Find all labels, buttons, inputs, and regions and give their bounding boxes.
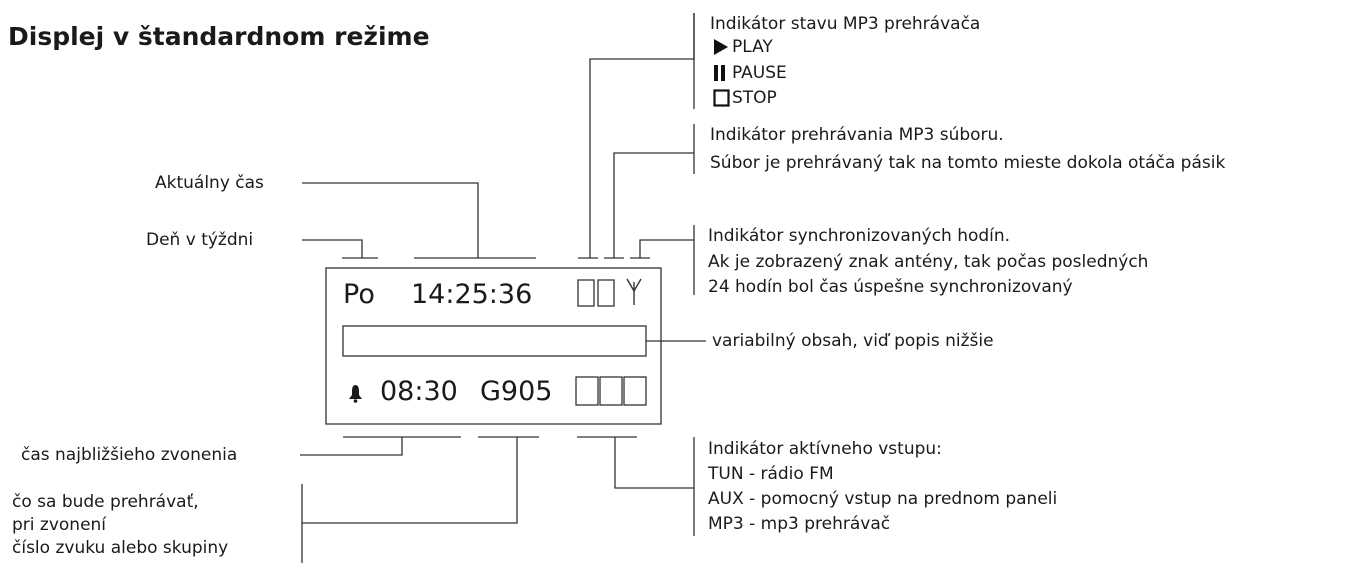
display-alarm-source: G905 [480,376,553,407]
label-input-1: Indikátor aktívneho vstupu: [708,439,942,459]
display-day: Po [343,279,375,310]
indicator-box-2 [597,279,615,307]
label-mp3-playing-1: Indikátor prehrávania MP3 súboru. [710,125,1004,145]
page-title: Displej v štandardnom režime [8,22,430,51]
label-input-2: TUN - rádio FM [708,464,834,484]
label-next-alarm: čas najbližšieho zvonenia [21,445,238,465]
play-icon [714,39,728,55]
bell-icon [349,385,362,403]
label-play: PLAY [732,37,773,57]
input-box-3 [623,376,647,406]
label-alarm-play-2: pri zvonení [12,515,107,535]
label-stop: STOP [732,88,777,108]
label-input-4: MP3 - mp3 prehrávač [708,514,891,534]
label-day-of-week: Deň v týždni [146,230,254,250]
display-alarm-time: 08:30 [380,376,458,407]
label-input-3: AUX - pomocný vstup na prednom paneli [708,489,1058,509]
input-box-2 [599,376,623,406]
display-variable-bar [342,325,647,357]
display-time: 14:25:36 [411,279,533,310]
label-alarm-play-3: číslo zvuku alebo skupiny [12,538,229,558]
pause-icon [714,65,725,81]
display-frame [325,267,662,425]
label-pause: PAUSE [732,63,787,83]
input-box-1 [575,376,599,406]
stop-icon [713,89,730,107]
label-mp3-state-title: Indikátor stavu MP3 prehrávača [710,14,981,34]
label-current-time: Aktuálny čas [155,173,264,193]
antenna-icon [626,278,642,305]
label-sync-2: Ak je zobrazený znak antény, tak počas p… [708,252,1149,272]
label-sync-3: 24 hodín bol čas úspešne synchronizovaný [708,277,1073,297]
label-alarm-play-1: čo sa bude prehrávať, [12,492,199,512]
indicator-box-1 [577,279,595,307]
label-variable: variabilný obsah, viď popis nižšie [712,331,994,351]
label-mp3-playing-2: Súbor je prehrávaný tak na tomto mieste … [710,153,1226,173]
label-sync-1: Indikátor synchronizovaných hodín. [708,226,1011,246]
